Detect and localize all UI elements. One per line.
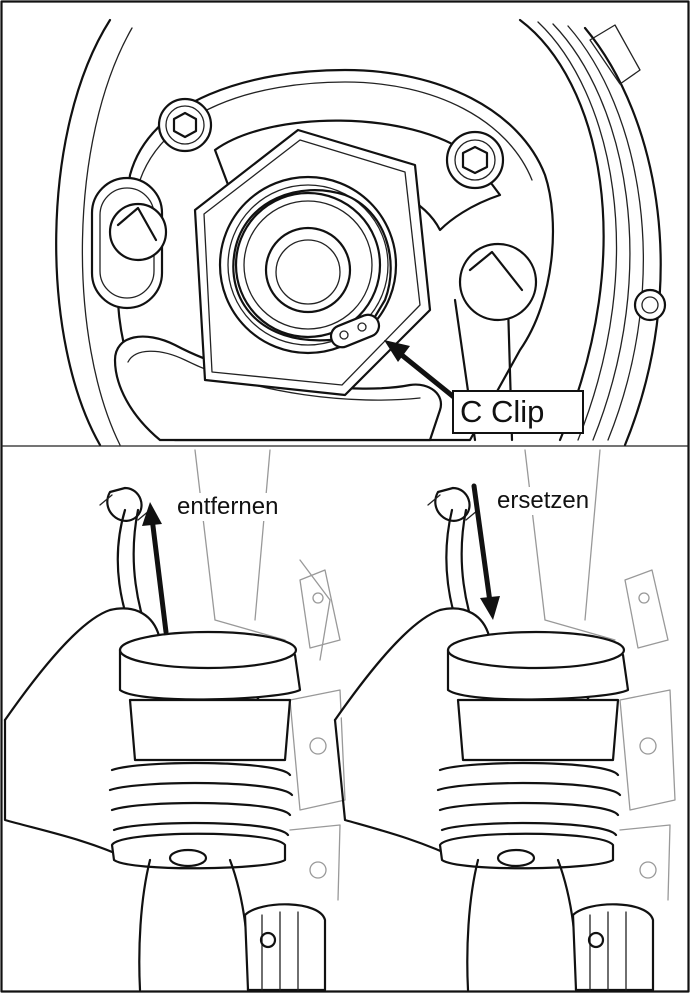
- bolt-top-right-hex: [461, 145, 489, 175]
- stud-left-bolt: [259, 931, 277, 949]
- stud-left-bottom: [243, 903, 327, 992]
- pulley-arc-left-inner: [81, 27, 133, 446]
- bolt-top-right-ring: [454, 139, 496, 181]
- hub-ring-4: [243, 200, 373, 330]
- bracket-lines-right: [524, 449, 616, 641]
- remove-arrow-head: [142, 502, 162, 526]
- housing-lines-right: [619, 689, 676, 901]
- stud-right-bottom: [571, 903, 655, 992]
- stud-left-threads: [261, 911, 299, 991]
- housing-left-hole-1: [309, 737, 327, 755]
- stud-left-facet: [116, 206, 158, 242]
- pulley-groove-3: [567, 25, 644, 441]
- shaft-bore: [264, 226, 352, 314]
- tab-left-hole: [312, 592, 324, 604]
- stud-right: [458, 242, 538, 322]
- c-clip-ring: [232, 189, 392, 342]
- boot-left-bellows: [108, 761, 294, 837]
- housing-left-hole-2: [309, 861, 327, 879]
- hub-ring-outer: [218, 175, 398, 355]
- pulley-arc-outer: [583, 26, 662, 447]
- housing-right-hole-1: [639, 737, 657, 755]
- fitting-right: [633, 288, 667, 322]
- stud-right-bolt: [587, 931, 605, 949]
- boot-right-bellows: [436, 761, 622, 837]
- boot-right-body: [456, 698, 620, 762]
- bolt-top-left-ring: [165, 105, 205, 145]
- pulley-groove-2: [552, 23, 631, 441]
- hub-ring-3: [234, 191, 382, 339]
- boot-left-body: [128, 698, 292, 762]
- stud-left: [108, 202, 168, 262]
- remove-label: entfernen: [174, 493, 282, 521]
- cable-left-loop: [106, 486, 143, 522]
- replace-label: ersetzen: [494, 487, 593, 515]
- c-clip-label: C Clip: [460, 394, 545, 429]
- c-clip-arrow-head: [384, 340, 410, 362]
- stud-right-threads: [589, 911, 627, 991]
- remove-arrow-shaft: [149, 515, 169, 635]
- tab-right: [624, 569, 669, 649]
- c-clip-hole-1: [339, 330, 349, 340]
- bracket-lines-left: [194, 449, 331, 661]
- tab-right-hole: [638, 592, 650, 604]
- boot-left-top: [118, 630, 298, 670]
- remove-step-drawing: [3, 449, 346, 992]
- c-clip-arrow-shaft: [395, 349, 458, 401]
- pulley-arc-right: [518, 18, 605, 442]
- c-clip-callout-box: [452, 390, 584, 434]
- compressor-hub-drawing: [55, 18, 667, 447]
- pulley-bracket: [589, 24, 641, 85]
- replace-arrow-head: [480, 596, 500, 620]
- pulley-arc-left: [55, 18, 112, 447]
- fitting-right-inner: [641, 296, 659, 314]
- hex-nut-chamfer: [203, 139, 421, 386]
- stud-right-facet: [468, 250, 524, 292]
- replace-arrow-shaft: [471, 483, 493, 605]
- replace-step-drawing: [333, 449, 676, 992]
- bolt-top-left-hex: [172, 111, 198, 139]
- boot-right-top: [446, 630, 626, 670]
- shaft-end: [275, 239, 341, 305]
- wires-left: [138, 858, 250, 992]
- pulley-groove-1: [537, 21, 618, 441]
- hub-ring-2: [227, 184, 389, 346]
- housing-right-hole-2: [639, 861, 657, 879]
- boot-left-hole: [168, 848, 208, 868]
- wires-right: [466, 858, 578, 992]
- c-clip-hole-2: [357, 322, 367, 332]
- housing-lines-left: [289, 689, 346, 901]
- tab-left: [299, 569, 341, 649]
- cable-right-loop: [434, 486, 471, 522]
- boot-right-hole: [496, 848, 536, 868]
- bolt-top-left: [157, 97, 213, 153]
